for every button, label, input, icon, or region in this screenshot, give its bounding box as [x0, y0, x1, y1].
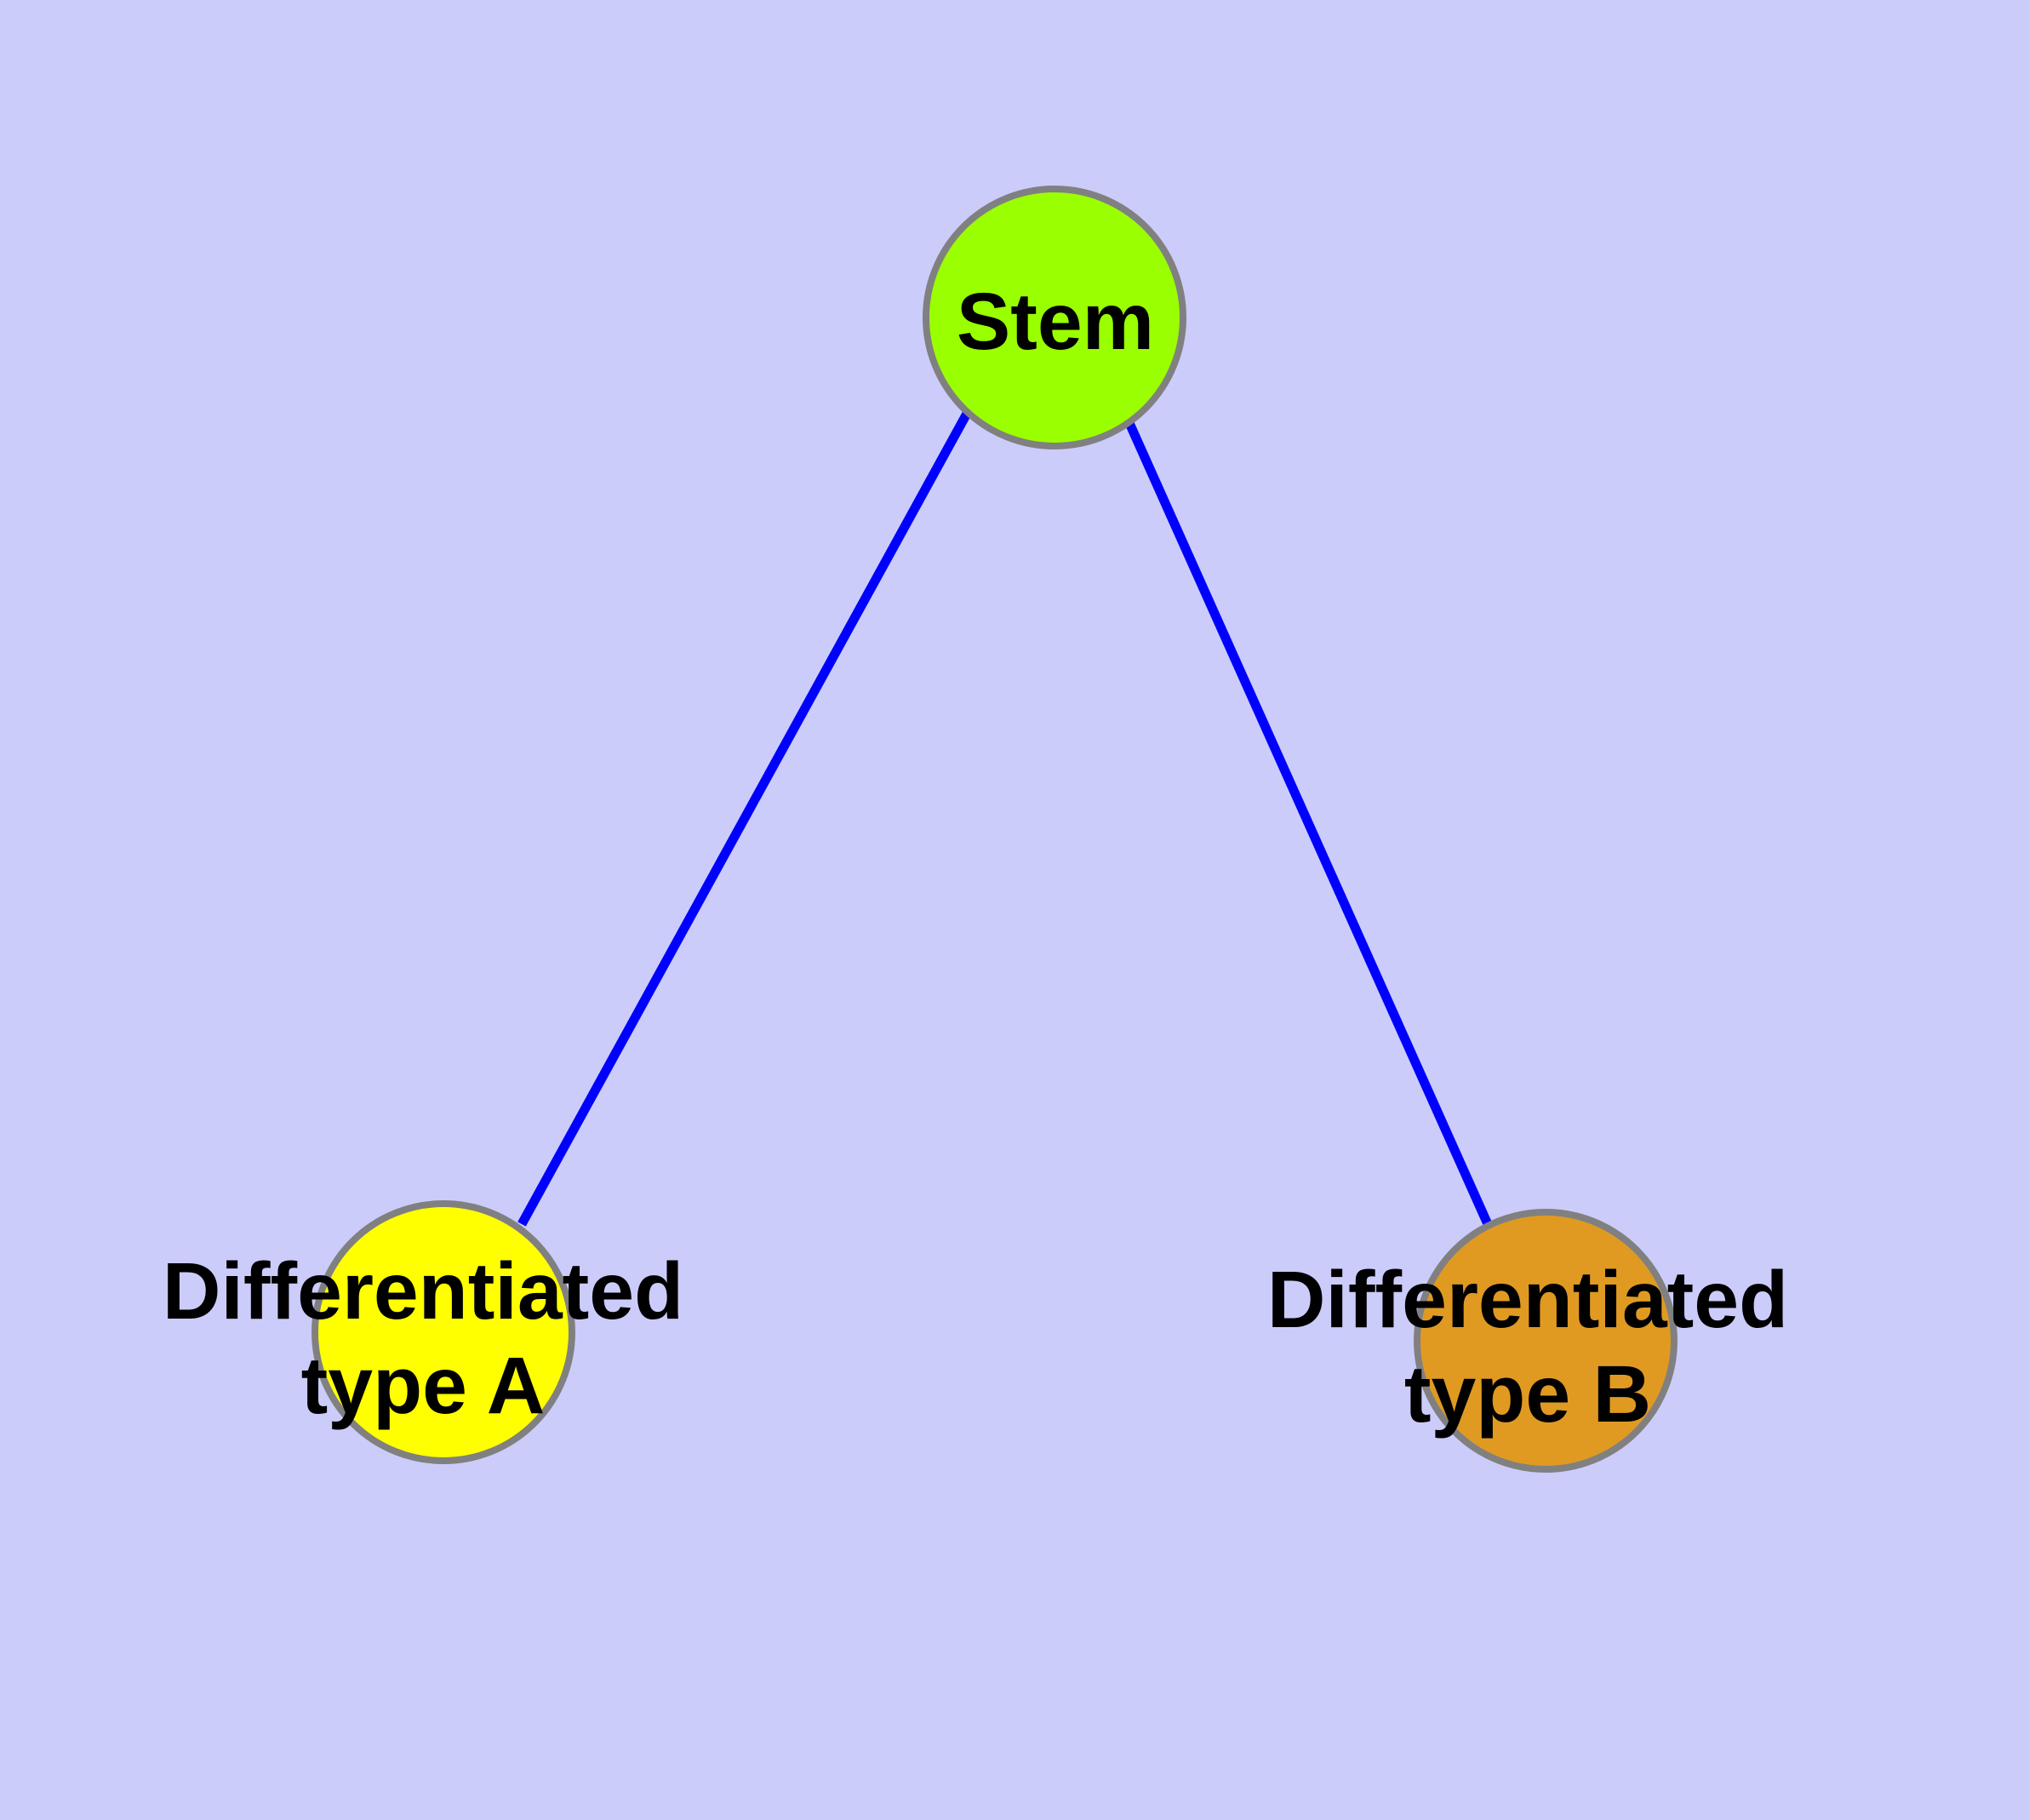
node-label-group-diff-b: Differentiated type B	[1267, 1255, 1788, 1439]
edge-stem-to-diff-b[interactable]	[1124, 421, 1493, 1227]
node-label-group-diff-a: Differentiated type A	[163, 1246, 683, 1431]
edges-group	[517, 409, 1493, 1227]
edge-stem-to-diff-a[interactable]	[517, 409, 972, 1227]
node-label-diff-a-line2: type A	[301, 1341, 546, 1431]
node-circle-diff-a[interactable]	[311, 1200, 575, 1464]
node-diff-b[interactable]	[1414, 1209, 1677, 1473]
node-label-diff-a-line1: Differentiated	[163, 1246, 683, 1336]
node-label-diff-b-line1: Differentiated	[1267, 1255, 1788, 1345]
node-label-diff-b-line2: type B	[1404, 1349, 1651, 1439]
node-circle-diff-b[interactable]	[1414, 1209, 1677, 1473]
node-circle-stem[interactable]	[923, 186, 1186, 449]
node-diff-a[interactable]	[311, 1200, 575, 1464]
node-label-stem: Stem	[957, 277, 1154, 367]
node-stem[interactable]: Stem	[923, 186, 1186, 449]
